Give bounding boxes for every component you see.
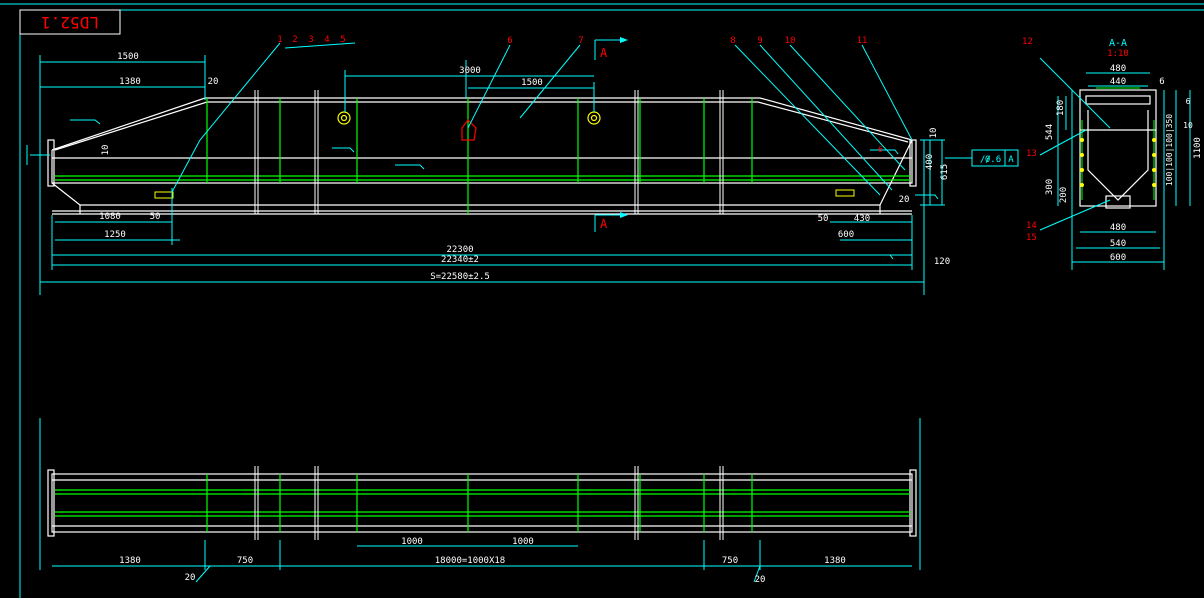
plan-outline — [47, 469, 917, 537]
callout-11: 11 — [857, 36, 868, 46]
sec-dim-440: 440 — [1110, 77, 1126, 87]
front-elevation-view: // 0.6 A 1500 1380 20 3000 1500 1080 50 … — [26, 35, 1019, 295]
section-mark-top: A — [600, 46, 608, 60]
title-block: LD52.1 — [19, 9, 121, 35]
dim-span: S=22580±2.5 — [430, 272, 490, 282]
dim-22340: 22340±2 — [441, 255, 479, 265]
dim-50-right: 50 — [818, 214, 829, 224]
callout-9: 9 — [757, 36, 762, 46]
tolerance-symbol: // — [980, 155, 991, 165]
girder-outline — [47, 97, 917, 215]
tolerance-datum: A — [1008, 155, 1014, 165]
section-title: A-A — [1109, 38, 1127, 49]
dim-50: 50 — [150, 212, 161, 222]
dim-20: 20 — [208, 77, 219, 87]
sec-dim-stack: 100|100|100|350 — [1165, 114, 1174, 186]
tolerance-frame — [960, 149, 1019, 167]
plan-dimension-lines — [39, 418, 921, 583]
dim-20-right: 20 — [899, 195, 910, 205]
section-bolts — [1080, 138, 1156, 187]
callout-13: 13 — [1026, 149, 1037, 159]
dim-1250: 1250 — [104, 230, 126, 240]
callout-8: 8 — [730, 36, 735, 46]
plan-dim-20-left: 20 — [185, 573, 196, 583]
weld-symbols — [70, 119, 939, 260]
section-body — [1079, 89, 1157, 209]
section-rails — [1081, 87, 1155, 200]
sec-dim-6: 6 — [1159, 77, 1164, 87]
plan-dim-1000-b: 1000 — [512, 537, 534, 547]
dim-1500: 1500 — [117, 52, 139, 62]
sec-dim-180: 180 — [1056, 100, 1066, 116]
section-a-a-view: A-A 1:10 480 440 6 480 540 600 180 544 3… — [1022, 37, 1203, 270]
callout-7: 7 — [578, 36, 583, 46]
sec-dim-10-right: 10 — [1183, 121, 1193, 130]
section-scale: 1:10 — [1107, 49, 1129, 59]
dim-22300: 22300 — [446, 245, 473, 255]
rail-plates — [55, 98, 910, 214]
callout-6: 6 — [507, 36, 512, 46]
buffers — [154, 189, 855, 199]
plan-dim-750-right: 750 — [722, 556, 738, 566]
callout-3: 3 — [308, 35, 313, 45]
plan-dim-20-right: 20 — [755, 575, 766, 585]
section-mark-bottom: A — [600, 217, 608, 231]
sec-dim-300: 300 — [1045, 179, 1055, 195]
plan-dim-1000-a: 1000 — [401, 537, 423, 547]
sec-dim-600: 600 — [1110, 253, 1126, 263]
callout-5: 5 — [340, 35, 345, 45]
plan-rails — [55, 474, 910, 532]
dim-400: 400 — [925, 154, 935, 170]
dim-615: 615 — [940, 164, 950, 180]
weld-mark-6: 6 — [878, 145, 883, 154]
section-dimension-lines — [1039, 57, 1191, 270]
dim-430: 430 — [854, 214, 870, 224]
stiffeners — [254, 90, 724, 214]
drawing-frame — [0, 3, 1204, 598]
dim-10: 10 — [929, 128, 939, 139]
section-arrows — [620, 37, 628, 218]
dim-3000: 3000 — [459, 66, 481, 76]
dim-600: 600 — [838, 230, 854, 240]
leader-lines — [171, 39, 913, 232]
sec-dim-480-bottom: 480 — [1110, 223, 1126, 233]
dim-1080: 1080 — [99, 212, 121, 222]
dim-120: 120 — [934, 257, 950, 267]
center-lug-symbol — [461, 119, 477, 141]
front-dimension-lines — [26, 55, 960, 295]
plan-dim-18000: 18000=1000X18 — [435, 556, 505, 566]
callout-2: 2 — [292, 35, 297, 45]
lifting-holes — [337, 111, 601, 125]
callout-10: 10 — [785, 36, 796, 46]
dim-1380: 1380 — [119, 77, 141, 87]
sec-dim-480: 480 — [1110, 64, 1126, 74]
tolerance-value: 0.6 — [985, 155, 1001, 165]
sec-dim-540: 540 — [1110, 239, 1126, 249]
callout-14: 14 — [1026, 221, 1037, 231]
callout-1: 1 — [277, 35, 282, 45]
title-block-label: LD52.1 — [41, 13, 99, 32]
dim-1500-center: 1500 — [521, 78, 543, 88]
sec-dim-1100: 1100 — [1193, 137, 1203, 159]
callout-4: 4 — [324, 35, 329, 45]
plan-dim-1380: 1380 — [119, 556, 141, 566]
plan-stiffeners — [254, 466, 724, 540]
callout-15: 15 — [1026, 233, 1037, 243]
sec-dim-544: 544 — [1045, 124, 1055, 140]
sec-dim-6-right: 6 — [1186, 97, 1191, 106]
dim-10-left: 10 — [101, 145, 111, 156]
plan-view: 1380 750 18000=1000X18 750 1380 1000 100… — [39, 418, 921, 585]
plan-dim-1380-right: 1380 — [824, 556, 846, 566]
plan-dim-750: 750 — [237, 556, 253, 566]
sec-dim-200: 200 — [1059, 187, 1069, 203]
callout-12: 12 — [1022, 37, 1033, 47]
